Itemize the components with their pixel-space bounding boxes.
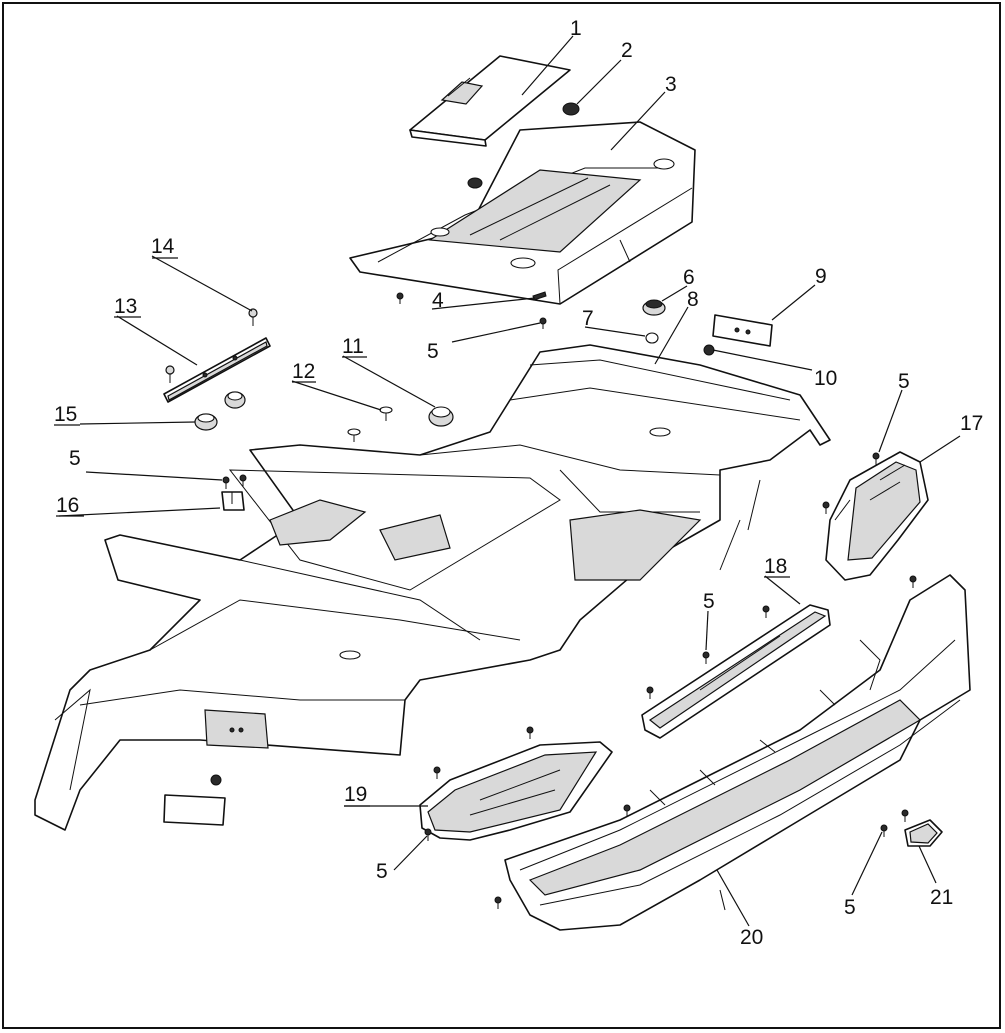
callout-20: 20 (740, 926, 763, 949)
part-9-plate (712, 314, 773, 347)
part-15-bumper (224, 391, 246, 409)
screw-icon (909, 575, 917, 588)
callout-underlines (54, 257, 790, 807)
callout-12: 12 (292, 360, 315, 383)
screw-icon (646, 686, 654, 699)
part-19-tail-light (419, 741, 613, 841)
part-6-bumper (642, 299, 666, 316)
bolt-icon (165, 365, 175, 383)
callout-21: 21 (930, 886, 953, 909)
screw-icon (239, 474, 247, 487)
part-12-pin (347, 428, 361, 442)
license-plate (163, 794, 226, 826)
screw-icon (433, 766, 441, 779)
part-14-bolt (248, 308, 258, 326)
callout-8: 8 (687, 288, 699, 311)
screw-icon (222, 476, 230, 489)
screw-icon (396, 292, 404, 304)
part-13-bracket (163, 337, 271, 403)
callout-19: 19 (344, 783, 367, 806)
part-2-grommet (562, 102, 580, 116)
part-16-clip (221, 491, 245, 511)
callout-9: 9 (815, 265, 827, 288)
part-20-rear-bumper (504, 574, 971, 931)
callout-5: 5 (427, 340, 439, 363)
screw-icon (539, 317, 547, 329)
screw-icon (762, 605, 770, 618)
callout-16: 16 (56, 494, 79, 517)
part-11-bumper (428, 406, 454, 427)
callout-7: 7 (582, 307, 594, 330)
callout-5: 5 (703, 590, 715, 613)
callout-10: 10 (814, 367, 837, 390)
screw-icon (424, 828, 432, 841)
part-18-light-bar (641, 604, 831, 739)
part-8-rear-body (34, 344, 831, 831)
part-7-grommet (645, 332, 659, 344)
callout-14: 14 (151, 235, 175, 258)
screw-icon (702, 651, 710, 664)
callout-13: 13 (114, 295, 137, 318)
part-12-pin (379, 406, 393, 421)
part-1-storage-lid (409, 55, 571, 147)
callout-labels: 1 2 3 4 5 6 7 8 9 10 11 12 13 14 15 5 16… (54, 17, 983, 949)
part-3-storage-tray (349, 121, 696, 305)
callout-11: 11 (342, 335, 364, 358)
callout-2: 2 (621, 39, 633, 62)
callout-5: 5 (844, 896, 856, 919)
callout-17: 17 (960, 412, 983, 435)
part-17-tail-light (825, 451, 929, 581)
screw-icon (872, 452, 880, 465)
part-15-bumper (194, 413, 218, 431)
screw-icon (880, 824, 888, 837)
screw-icon (526, 726, 534, 739)
screw-icon (494, 896, 502, 909)
callout-5: 5 (69, 447, 81, 470)
part-10-nut (703, 344, 715, 356)
callout-18: 18 (764, 555, 787, 578)
callout-6: 6 (683, 266, 695, 289)
callout-5: 5 (376, 860, 388, 883)
callout-5: 5 (898, 370, 910, 393)
callout-4: 4 (432, 289, 444, 312)
callout-1: 1 (570, 17, 582, 40)
callout-3: 3 (665, 73, 677, 96)
part-21-reflector (904, 819, 943, 847)
tray-grommet (467, 177, 483, 189)
leader-lines (58, 35, 961, 927)
callout-15: 15 (54, 403, 77, 426)
grommet-icon (210, 774, 222, 786)
screw-icon (822, 501, 830, 514)
screw-icon (623, 804, 631, 817)
screw-icon (901, 809, 909, 822)
